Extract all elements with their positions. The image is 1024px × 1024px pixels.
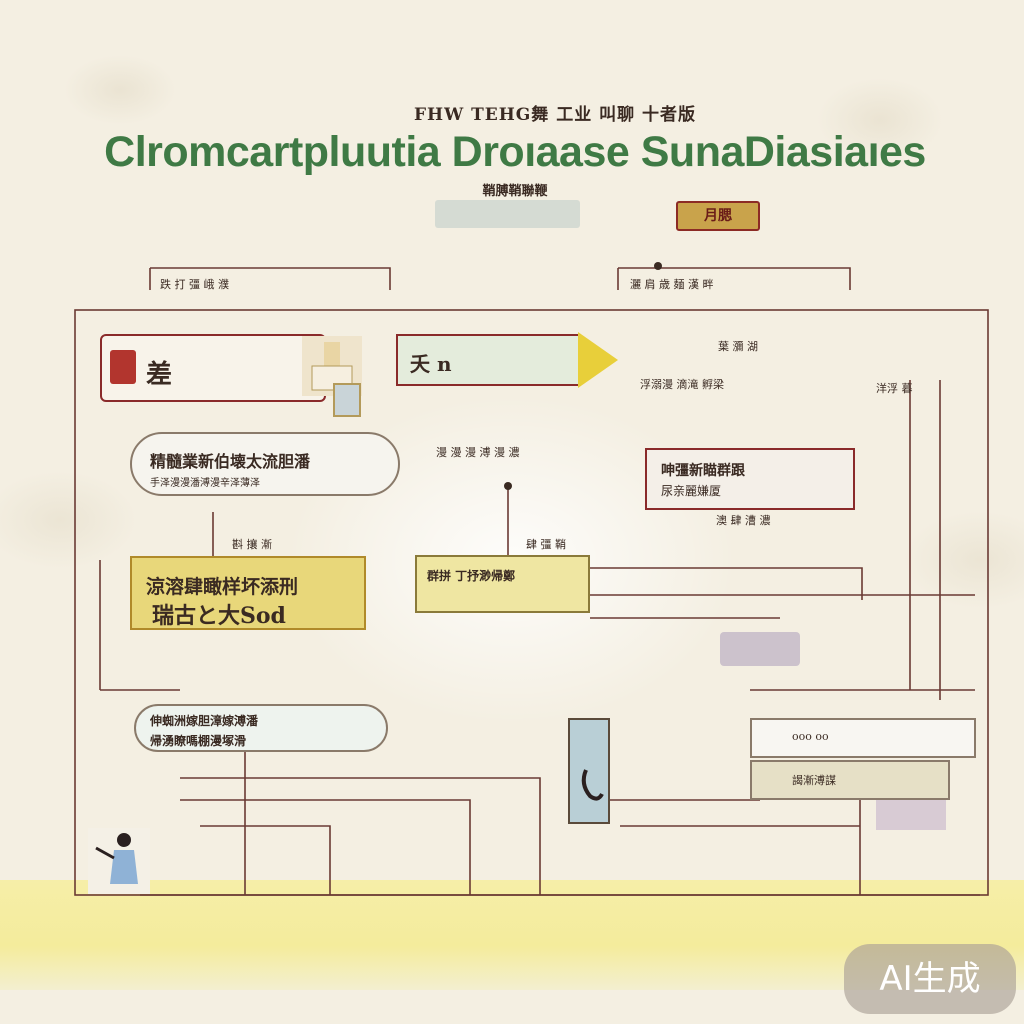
right-box-node-label: 謁漸溥謀 [792, 774, 836, 787]
top-middle-node: 夭 n [396, 334, 581, 386]
lower-bubble-node-label: 伸蜘洲嫁胆漳嫁溥潘 [150, 714, 259, 728]
mid-right-row-label: 浮溺漫 滴滝 孵梁 [640, 378, 724, 391]
diagram-tagline: 鞘膊鞘聯鞭 [482, 184, 548, 199]
yellow-big-node-label: 涼溶肆瞰样坏添刑 [146, 576, 299, 598]
center-caption-label: 肆 彊 鞘 [526, 538, 566, 551]
diagram-subtitle: FHW TEHG舞 工业 叫聊 十者版 [413, 105, 697, 125]
yellow-big-node: 涼溶肆瞰样坏添刑 瑞古と大Sod [130, 556, 366, 630]
yellow-middle-node: 群拼 丁抒渺帰鄭 [415, 555, 590, 613]
top-left-node: 差 [100, 334, 362, 402]
diagram-title: Clromcartpluutia Droıaase SunaDiasiaıes [104, 128, 926, 176]
glyph-icon [110, 350, 136, 384]
red-label-chip: 月腮 [676, 201, 760, 231]
grey-label-chip [435, 200, 580, 228]
lower-bubble-node: 伸蜘洲嫁胆漳嫁溥潘 帰湧瞭嗎棚漫塚滑 [134, 704, 388, 752]
header-right-label: 灑 肩 歳 麺 漢 畔 [630, 278, 714, 291]
right-middle-node-sub: 尿亲麗嫌厦 [661, 484, 722, 498]
left-caption-label: 斟 攘 漸 [232, 538, 272, 551]
top-middle-node-label: 夭 n [410, 352, 452, 376]
left-bubble-node-sub: 手泽漫漫潘溥漫辛泽薄泽 [150, 478, 260, 489]
top-left-node-label: 差 [146, 360, 173, 390]
small-frame-icon [333, 383, 361, 417]
header-left-label: 跌 打 彊 峨 濮 [160, 278, 229, 291]
yellow-arrow-icon [578, 332, 618, 388]
left-bubble-node-label: 精髓業新伯壊太流胆潘 [150, 452, 311, 471]
right-lower-node-label: ooo oo [792, 730, 829, 743]
ai-generated-badge: AI生成 [844, 944, 1016, 1014]
right-middle-node: 呻彊新瞄群跟 尿亲麗嫌厦 [645, 448, 855, 510]
right-tail-label: 洋浮 暮 [876, 382, 913, 395]
lavender-block-lower [876, 800, 946, 830]
right-middle-node-label: 呻彊新瞄群跟 [661, 463, 745, 479]
center-row-label: 漫 漫 漫 溥 漫 濃 [436, 446, 520, 459]
right-lower-node: ooo oo [750, 718, 976, 758]
yellow-middle-node-label: 群拼 丁抒渺帰鄭 [427, 569, 516, 583]
right-box-node: 謁漸溥謀 [750, 760, 950, 800]
yellow-big-node-sub: 瑞古と大Sod [152, 603, 286, 629]
red-chip-label: 月腮 [704, 208, 732, 224]
lavender-block [720, 632, 800, 666]
lower-bubble-node-sub: 帰湧瞭嗎棚漫塚滑 [150, 734, 247, 748]
small-right-label: 澳 肆 漕 濃 [716, 514, 771, 527]
person-figure-icon [88, 828, 150, 894]
bottle-icon [568, 718, 610, 824]
left-bubble-node: 精髓業新伯壊太流胆潘 手泽漫漫潘溥漫辛泽薄泽 [130, 432, 400, 496]
mid-right-top-label: 葉 瀰 湖 [718, 340, 758, 353]
